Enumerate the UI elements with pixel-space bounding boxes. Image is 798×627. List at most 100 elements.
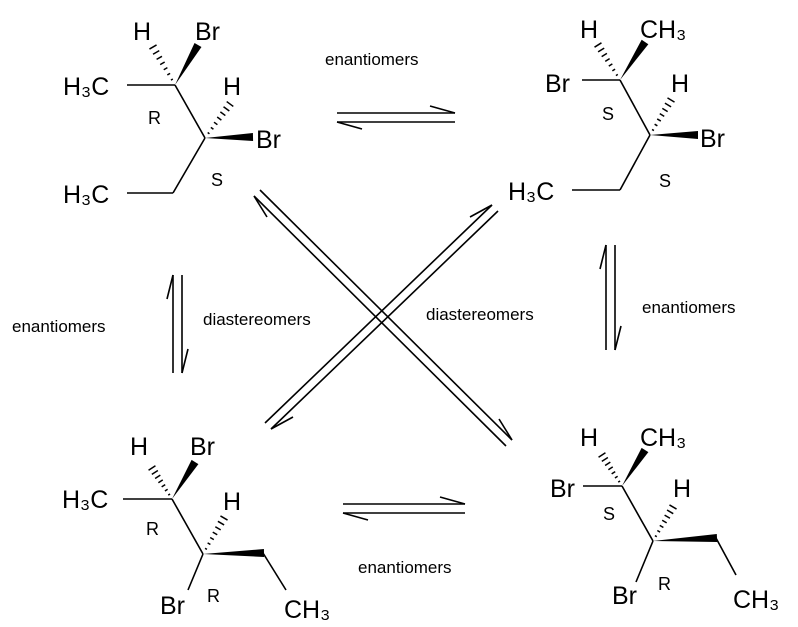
- atom-label: H: [130, 433, 148, 461]
- atom-label: Br: [700, 125, 725, 153]
- hash-mark: [219, 111, 226, 117]
- config-label: R: [146, 519, 159, 539]
- atom-label: Br: [160, 592, 185, 620]
- atom-label: H: [580, 16, 598, 44]
- hash-mark: [656, 529, 661, 533]
- hash-mark: [661, 107, 669, 113]
- hash-mark: [214, 526, 222, 531]
- hash-mark: [611, 68, 616, 72]
- atom-label: Br: [256, 126, 281, 154]
- hash-mark: [661, 519, 668, 524]
- hash-mark: [223, 106, 230, 112]
- hash-mark: [216, 116, 222, 121]
- hash-mark: [666, 509, 674, 515]
- bond: [619, 79, 651, 136]
- atom-label: Br: [550, 475, 575, 503]
- hash-mark: [651, 128, 655, 132]
- hash-mark: [207, 131, 210, 135]
- atom-label: Br: [190, 433, 215, 461]
- wedge-bond: [653, 534, 718, 542]
- equilibrium-arrow-top: [336, 105, 456, 130]
- label-diastereomers-left: diastereomers: [203, 310, 311, 329]
- hash-mark: [220, 515, 228, 521]
- hash-mark: [597, 47, 605, 53]
- atom-label: H₃C: [63, 73, 109, 101]
- hash-mark: [170, 78, 174, 81]
- wedge-bond: [175, 43, 202, 85]
- atom-label: H₃C: [63, 181, 109, 209]
- config-label: S: [211, 170, 223, 190]
- atom-label: CH₃: [640, 16, 686, 44]
- hash-mark: [617, 480, 621, 483]
- label-diastereomers-right: diastereomers: [426, 305, 534, 324]
- hash-mark: [601, 52, 608, 58]
- atom-label: H: [671, 70, 689, 98]
- atom-label: H: [223, 73, 241, 101]
- hashed-bond: [598, 452, 621, 483]
- equilibrium-arrow-diagonal-tl-br: [253, 189, 513, 447]
- label-enantiomers-top: enantiomers: [325, 50, 419, 69]
- hash-mark: [157, 479, 164, 484]
- hash-mark: [163, 67, 168, 71]
- bond: [187, 553, 204, 591]
- hash-mark: [226, 100, 234, 108]
- hash-mark: [607, 466, 614, 471]
- wedge-bond: [205, 133, 254, 141]
- molecule-bottom-right: H CH₃ Br H Br CH₃ S R: [550, 424, 779, 614]
- bond: [262, 552, 287, 591]
- bond: [635, 540, 654, 583]
- bond: [715, 537, 737, 576]
- hash-mark: [656, 118, 662, 122]
- equilibrium-arrow-left: [166, 274, 189, 374]
- hash-mark: [217, 520, 225, 526]
- hash-mark: [161, 483, 166, 488]
- hashed-bond: [594, 42, 619, 77]
- hash-mark: [664, 102, 672, 108]
- hash-mark: [207, 542, 211, 546]
- hashed-bond: [204, 515, 228, 551]
- equilibrium-arrow-right: [599, 244, 622, 351]
- hash-mark: [664, 514, 671, 519]
- hash-mark: [604, 461, 611, 467]
- hash-mark: [601, 456, 609, 463]
- hash-mark: [659, 524, 664, 529]
- wedge-bond: [620, 39, 649, 80]
- label-enantiomers-left: enantiomers: [12, 317, 106, 336]
- hash-mark: [212, 531, 218, 536]
- bond: [621, 485, 654, 542]
- atom-label: H₃C: [62, 486, 108, 514]
- equilibrium-arrow-diagonal-bl-tr: [264, 204, 499, 430]
- hash-mark: [166, 72, 171, 76]
- hashed-bond: [207, 100, 234, 135]
- atom-label: CH₃: [284, 596, 330, 624]
- hash-mark: [164, 488, 169, 492]
- config-label: S: [602, 104, 614, 124]
- hash-mark: [654, 534, 658, 538]
- hash-mark: [604, 57, 611, 63]
- config-label: R: [207, 586, 220, 606]
- atom-label: H: [223, 488, 241, 516]
- atom-label: H: [580, 424, 598, 452]
- hash-mark: [213, 121, 218, 126]
- hash-mark: [615, 73, 619, 77]
- hash-mark: [210, 126, 214, 130]
- atom-label: CH₃: [640, 424, 686, 452]
- label-enantiomers-bottom: enantiomers: [358, 558, 452, 577]
- hash-mark: [669, 504, 677, 510]
- config-label: S: [659, 171, 671, 191]
- hash-mark: [156, 55, 163, 61]
- wedge-bond: [650, 131, 698, 139]
- hash-mark: [167, 493, 171, 496]
- bond: [174, 84, 206, 139]
- atom-label: Br: [195, 18, 220, 46]
- hashed-bond: [149, 44, 174, 81]
- hash-mark: [667, 97, 675, 103]
- hash-mark: [654, 123, 658, 127]
- hash-mark: [148, 465, 156, 471]
- hashed-bond: [654, 504, 677, 538]
- hash-mark: [611, 470, 616, 475]
- hash-mark: [614, 475, 619, 479]
- hash-mark: [204, 547, 208, 551]
